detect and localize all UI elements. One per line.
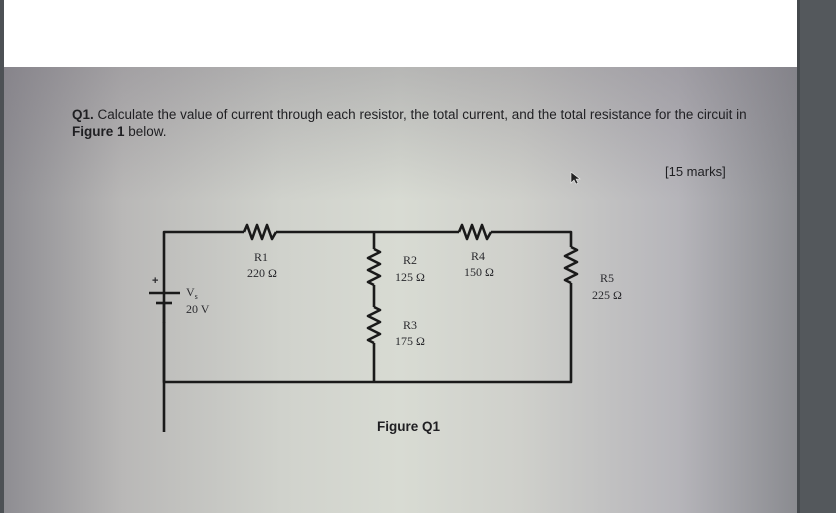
resistor-r1-symbol — [242, 223, 278, 241]
circuit-diagram: + Vs 20 V R1 220 Ω R2 125 Ω R3 175 Ω R4 … — [149, 223, 622, 432]
r4-value: 150 Ω — [464, 265, 494, 279]
r1-label: R1 — [254, 250, 268, 264]
battery-symbol — [149, 291, 180, 323]
r5-label: R5 — [600, 271, 614, 285]
figure-reference: Figure 1 — [72, 124, 125, 139]
source-value: 20 V — [186, 302, 210, 316]
source-name: Vs — [186, 285, 198, 301]
wire-top-left — [162, 230, 244, 432]
r2-label: R2 — [403, 253, 417, 267]
resistor-r2-symbol — [366, 247, 382, 287]
mouse-cursor-icon — [570, 171, 581, 185]
r3-label: R3 — [403, 318, 417, 332]
right-border — [797, 0, 800, 513]
r2-value: 125 Ω — [395, 270, 425, 284]
marks-label: [15 marks] — [665, 164, 726, 179]
question-number: Q1. — [72, 107, 94, 122]
wire-r4-to-corner — [491, 230, 573, 247]
wire-r5-to-bottom — [162, 283, 573, 384]
r3-value: 175 Ω — [395, 334, 425, 348]
question-end: below. — [128, 124, 167, 139]
left-border — [0, 0, 4, 513]
r1-value: 220 Ω — [247, 266, 277, 280]
battery-plus: + — [152, 275, 158, 287]
r5-value: 225 Ω — [592, 288, 622, 302]
top-blank-area — [4, 0, 797, 67]
question-body: Calculate the value of current through e… — [97, 107, 747, 122]
document-photo: Q1. Calculate the value of current throu… — [4, 67, 797, 513]
r4-label: R4 — [471, 249, 485, 263]
question-text: Q1. Calculate the value of current throu… — [72, 106, 752, 140]
resistor-r5-symbol — [563, 245, 579, 285]
resistor-r3-symbol — [366, 305, 382, 345]
resistor-r4-symbol — [457, 223, 493, 241]
figure-caption: Figure Q1 — [377, 419, 441, 434]
